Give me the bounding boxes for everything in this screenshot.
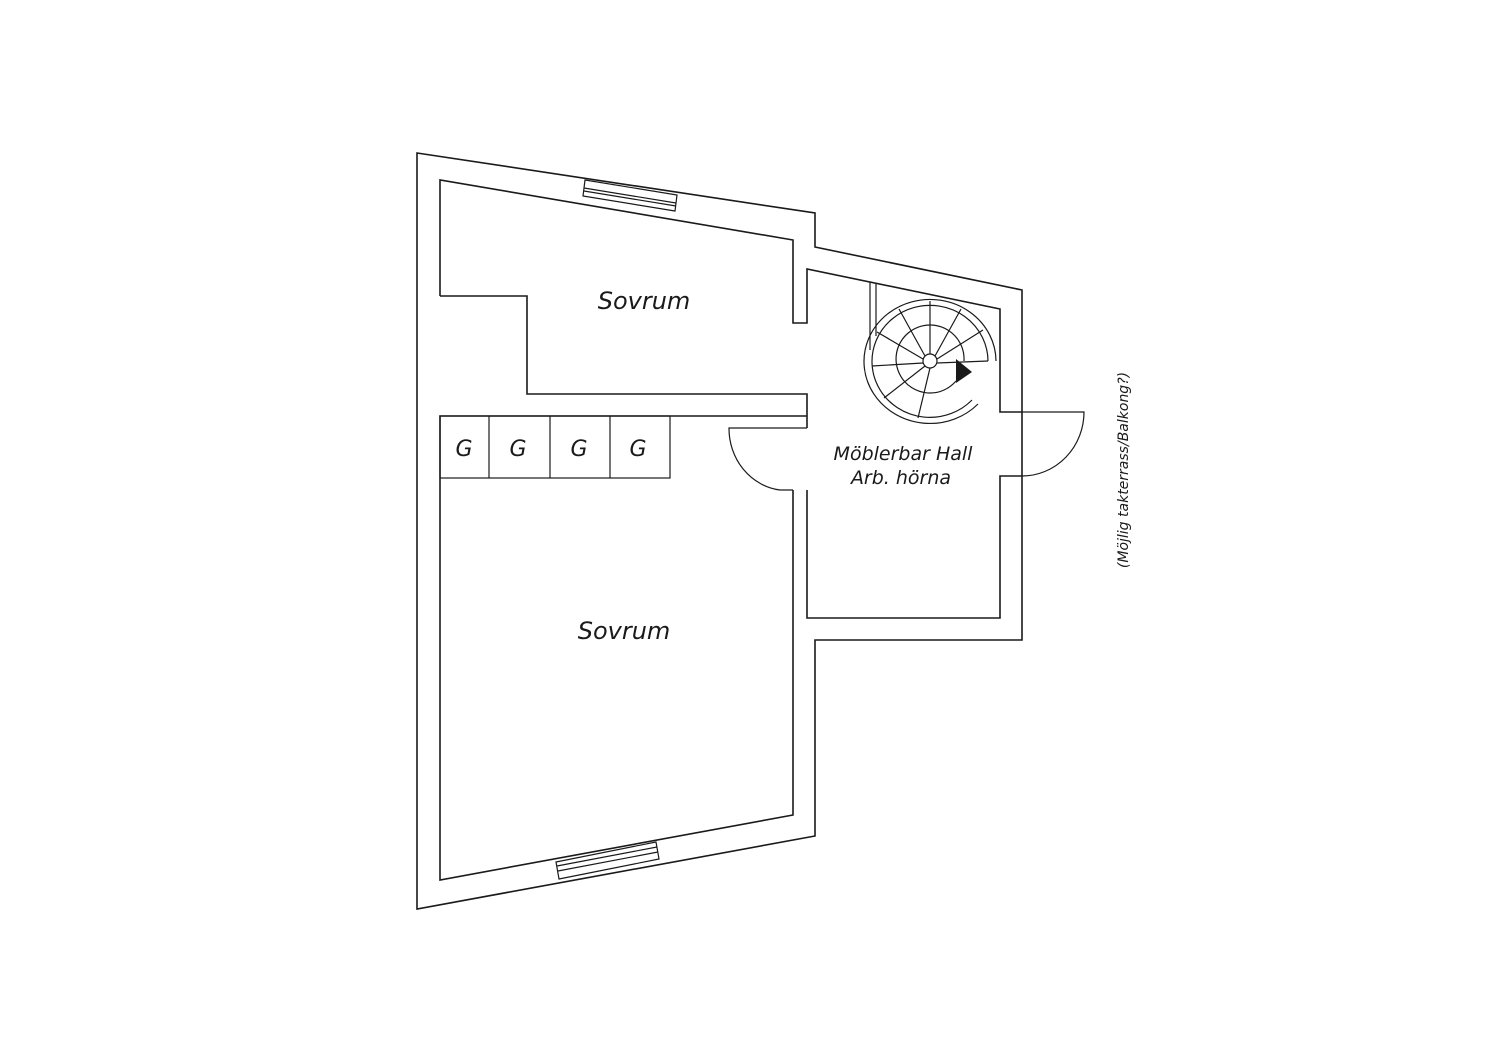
window-top bbox=[582, 179, 678, 212]
wall-bedroom-top-lower bbox=[440, 295, 808, 428]
outer-wall bbox=[416, 152, 1023, 910]
wardrobe-label: G bbox=[509, 437, 526, 462]
wardrobe-label: G bbox=[629, 437, 646, 462]
spiral-staircase bbox=[863, 282, 997, 425]
label-hall-line2: Arb. hörna bbox=[849, 467, 951, 489]
wardrobe-row bbox=[439, 415, 671, 479]
wardrobe-label: G bbox=[570, 437, 587, 462]
wardrobe-label: G bbox=[455, 437, 472, 462]
label-hall-line1: Möblerbar Hall bbox=[834, 443, 974, 465]
hall-door-swing bbox=[728, 427, 807, 491]
wall-hall bbox=[806, 475, 1022, 619]
window-bottom bbox=[555, 841, 660, 880]
stair-direction-arrow bbox=[956, 359, 972, 383]
label-balcony-note: (Möjlig takterrass/Balkong?) bbox=[1116, 372, 1132, 568]
wall-bedroom-bottom bbox=[439, 415, 807, 881]
balcony-door-swing bbox=[1021, 411, 1085, 477]
wall-bedroom-top bbox=[439, 179, 1022, 413]
label-bedroom-top: Sovrum bbox=[598, 287, 691, 315]
label-bedroom-bottom: Sovrum bbox=[578, 617, 671, 645]
